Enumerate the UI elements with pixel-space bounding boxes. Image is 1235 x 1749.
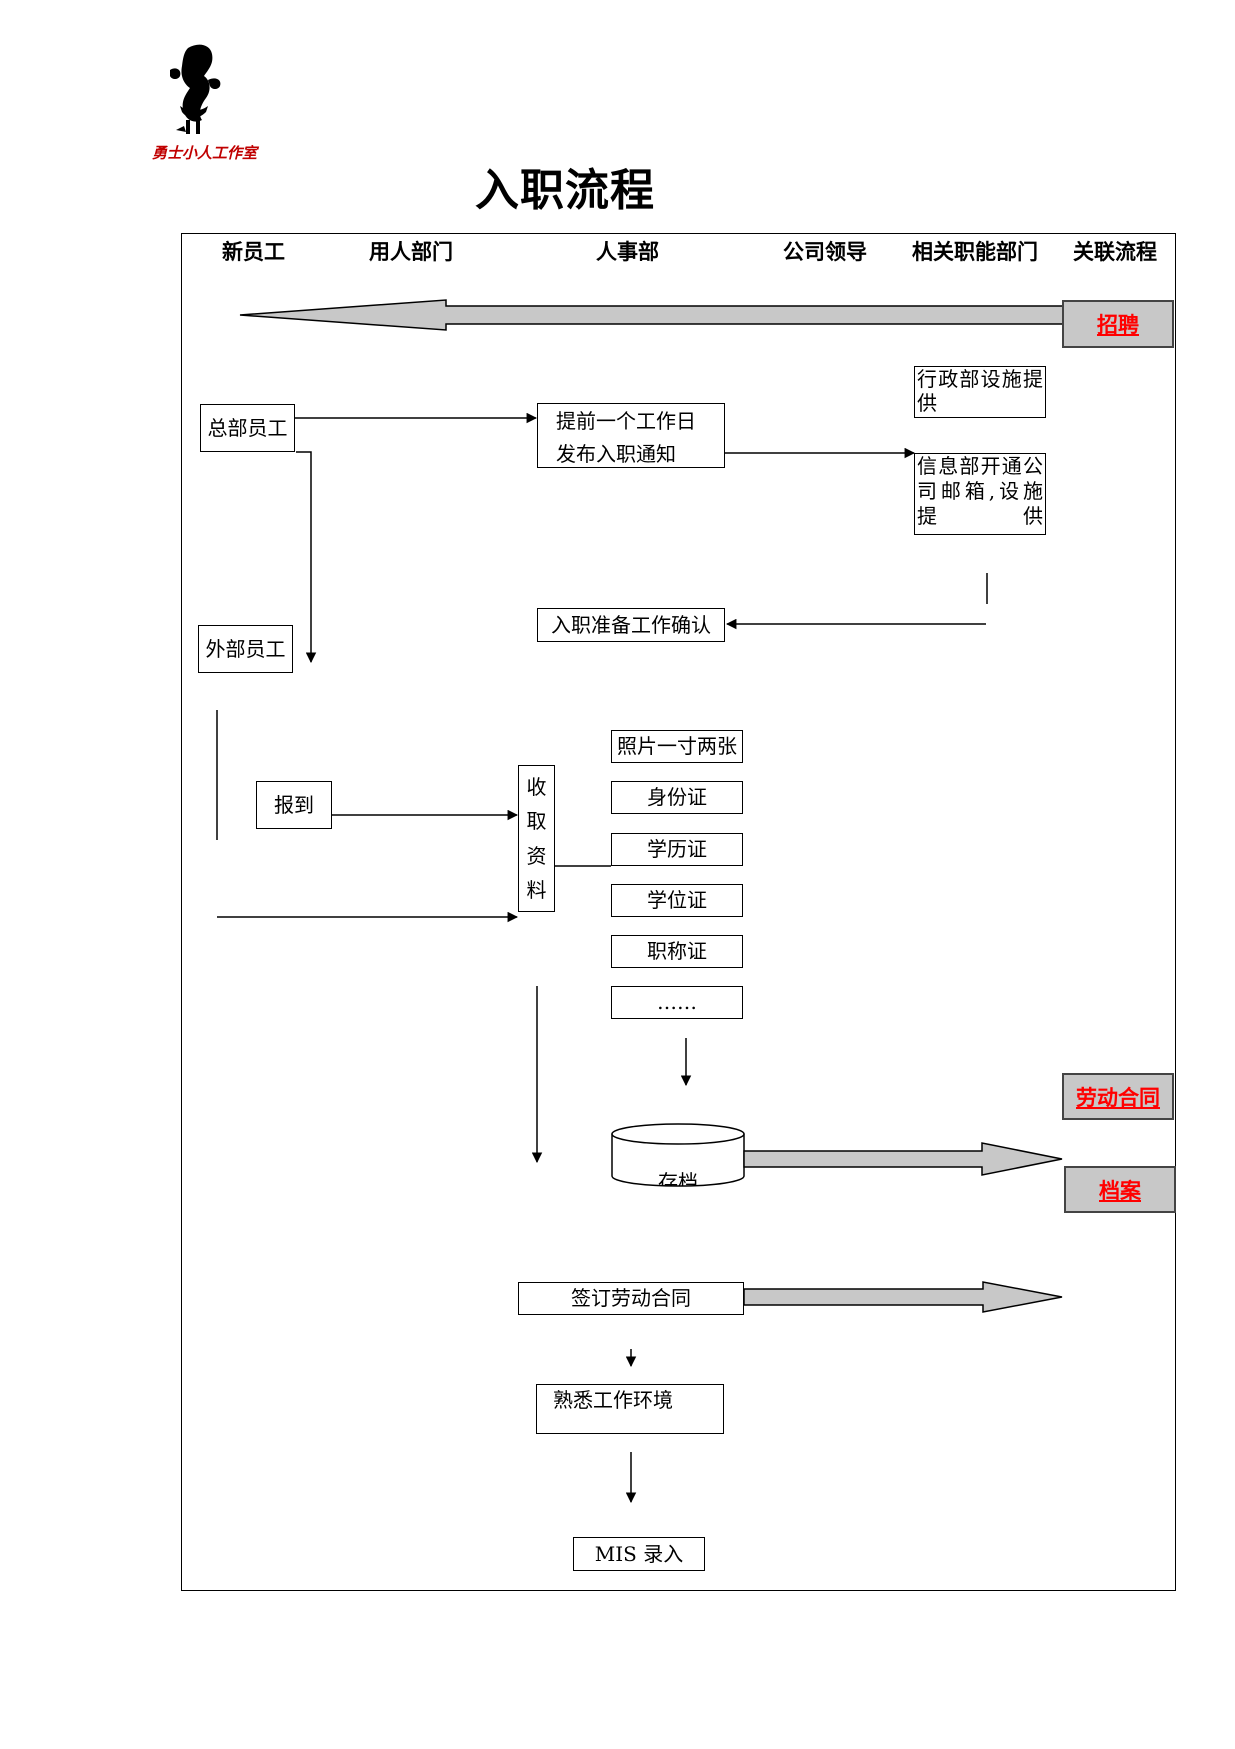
lane-header-new-employee: 新员工 (222, 240, 285, 264)
collect-char: 收 (526, 775, 547, 800)
related-recruit-link[interactable]: 招聘 (1062, 300, 1174, 348)
contract-flow-arrow (743, 1281, 1063, 1313)
doc-id-card: 身份证 (611, 781, 743, 814)
related-recruit-label[interactable]: 招聘 (1097, 313, 1139, 337)
doc-title-cert: 职称证 (611, 935, 743, 968)
related-contract-label[interactable]: 劳动合同 (1076, 1085, 1160, 1110)
node-hq-staff: 总部员工 (200, 404, 295, 452)
node-admin-dept: 行政部设施提供 (914, 366, 1046, 418)
node-collect-materials: 收 取 资 料 (518, 765, 555, 912)
logo-wordmark: 勇士小人工作室 (152, 144, 258, 162)
swimlane-frame (181, 233, 1176, 1591)
node-advance-notice-text-cut: 发布入职通知 (556, 442, 676, 466)
lane-header-leadership: 公司领导 (783, 240, 867, 264)
node-familiarize: 熟悉工作环境 (536, 1384, 724, 1434)
node-it-dept: 信息部开通公司邮箱,设施提供 (914, 453, 1046, 535)
node-advance-notice-text: 提前一个工作日 (556, 409, 696, 433)
node-prep-confirm: 入职准备工作确认 (537, 608, 725, 642)
hq-down-connector (296, 451, 317, 664)
collect-char: 料 (526, 877, 547, 902)
lane-header-hiring-dept: 用人部门 (369, 240, 453, 264)
recruit-flow-arrow (239, 299, 1066, 331)
collect-char: 资 (526, 843, 547, 868)
node-report: 报到 (256, 781, 332, 829)
doc-degree: 学位证 (611, 884, 743, 917)
archive-flow-arrow (743, 1142, 1063, 1176)
node-mis-entry: MIS 录入 (573, 1537, 705, 1571)
collect-char: 取 (526, 809, 547, 834)
node-external-staff: 外部员工 (198, 625, 293, 673)
lane-header-functional-depts: 相关职能部门 (912, 240, 1038, 264)
lane-header-related-process: 关联流程 (1073, 240, 1157, 264)
page-title: 入职流程 (475, 165, 655, 216)
node-sign-contract: 签订劳动合同 (518, 1282, 744, 1315)
related-contract-link[interactable]: 劳动合同 (1062, 1073, 1174, 1120)
caricature-logo-icon (170, 44, 221, 134)
archive-store-label: 存档 (658, 1170, 698, 1186)
node-advance-notice: 提前一个工作日 发布入职通知 (537, 403, 725, 468)
doc-photo: 照片一寸两张 (611, 730, 743, 763)
doc-diploma: 学历证 (611, 833, 743, 866)
related-archive-link[interactable]: 档案 (1064, 1166, 1176, 1213)
archive-cylinder-icon (611, 1123, 745, 1187)
doc-more: …… (611, 986, 743, 1019)
lane-header-hr: 人事部 (596, 240, 659, 264)
related-archive-label[interactable]: 档案 (1099, 1178, 1141, 1203)
